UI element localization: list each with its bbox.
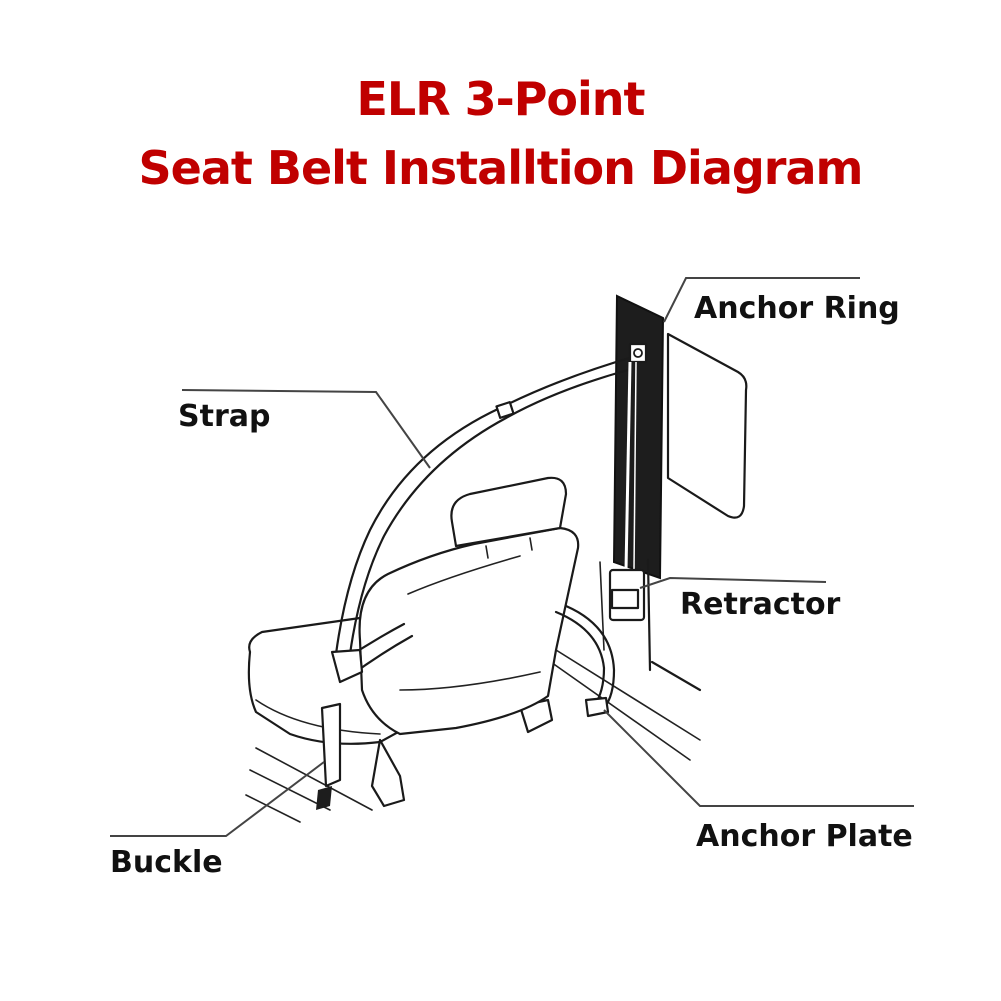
floor-rails <box>245 639 701 823</box>
strap <box>334 354 638 656</box>
anchor-plate-label: Anchor Plate <box>696 819 913 854</box>
buckle-label: Buckle <box>110 845 223 880</box>
latch-plate <box>330 648 364 684</box>
strap-label: Strap <box>178 399 271 434</box>
anchor-ring-label: Anchor Ring <box>694 291 900 326</box>
leader-lines <box>110 277 914 837</box>
anchor-ring <box>628 342 648 364</box>
diagram-title-line-1: ELR 3-Point <box>356 72 645 126</box>
headrest <box>450 476 568 548</box>
retractor-label: Retractor <box>680 587 841 622</box>
buckle-stalk <box>316 702 342 810</box>
door-window-panel <box>666 332 748 519</box>
lower-belt <box>554 610 606 708</box>
seat-back <box>358 526 580 736</box>
anchor-plate <box>584 696 610 718</box>
diagram-title-line-2: Seat Belt Installtion Diagram <box>138 141 864 195</box>
retractor <box>608 568 646 622</box>
